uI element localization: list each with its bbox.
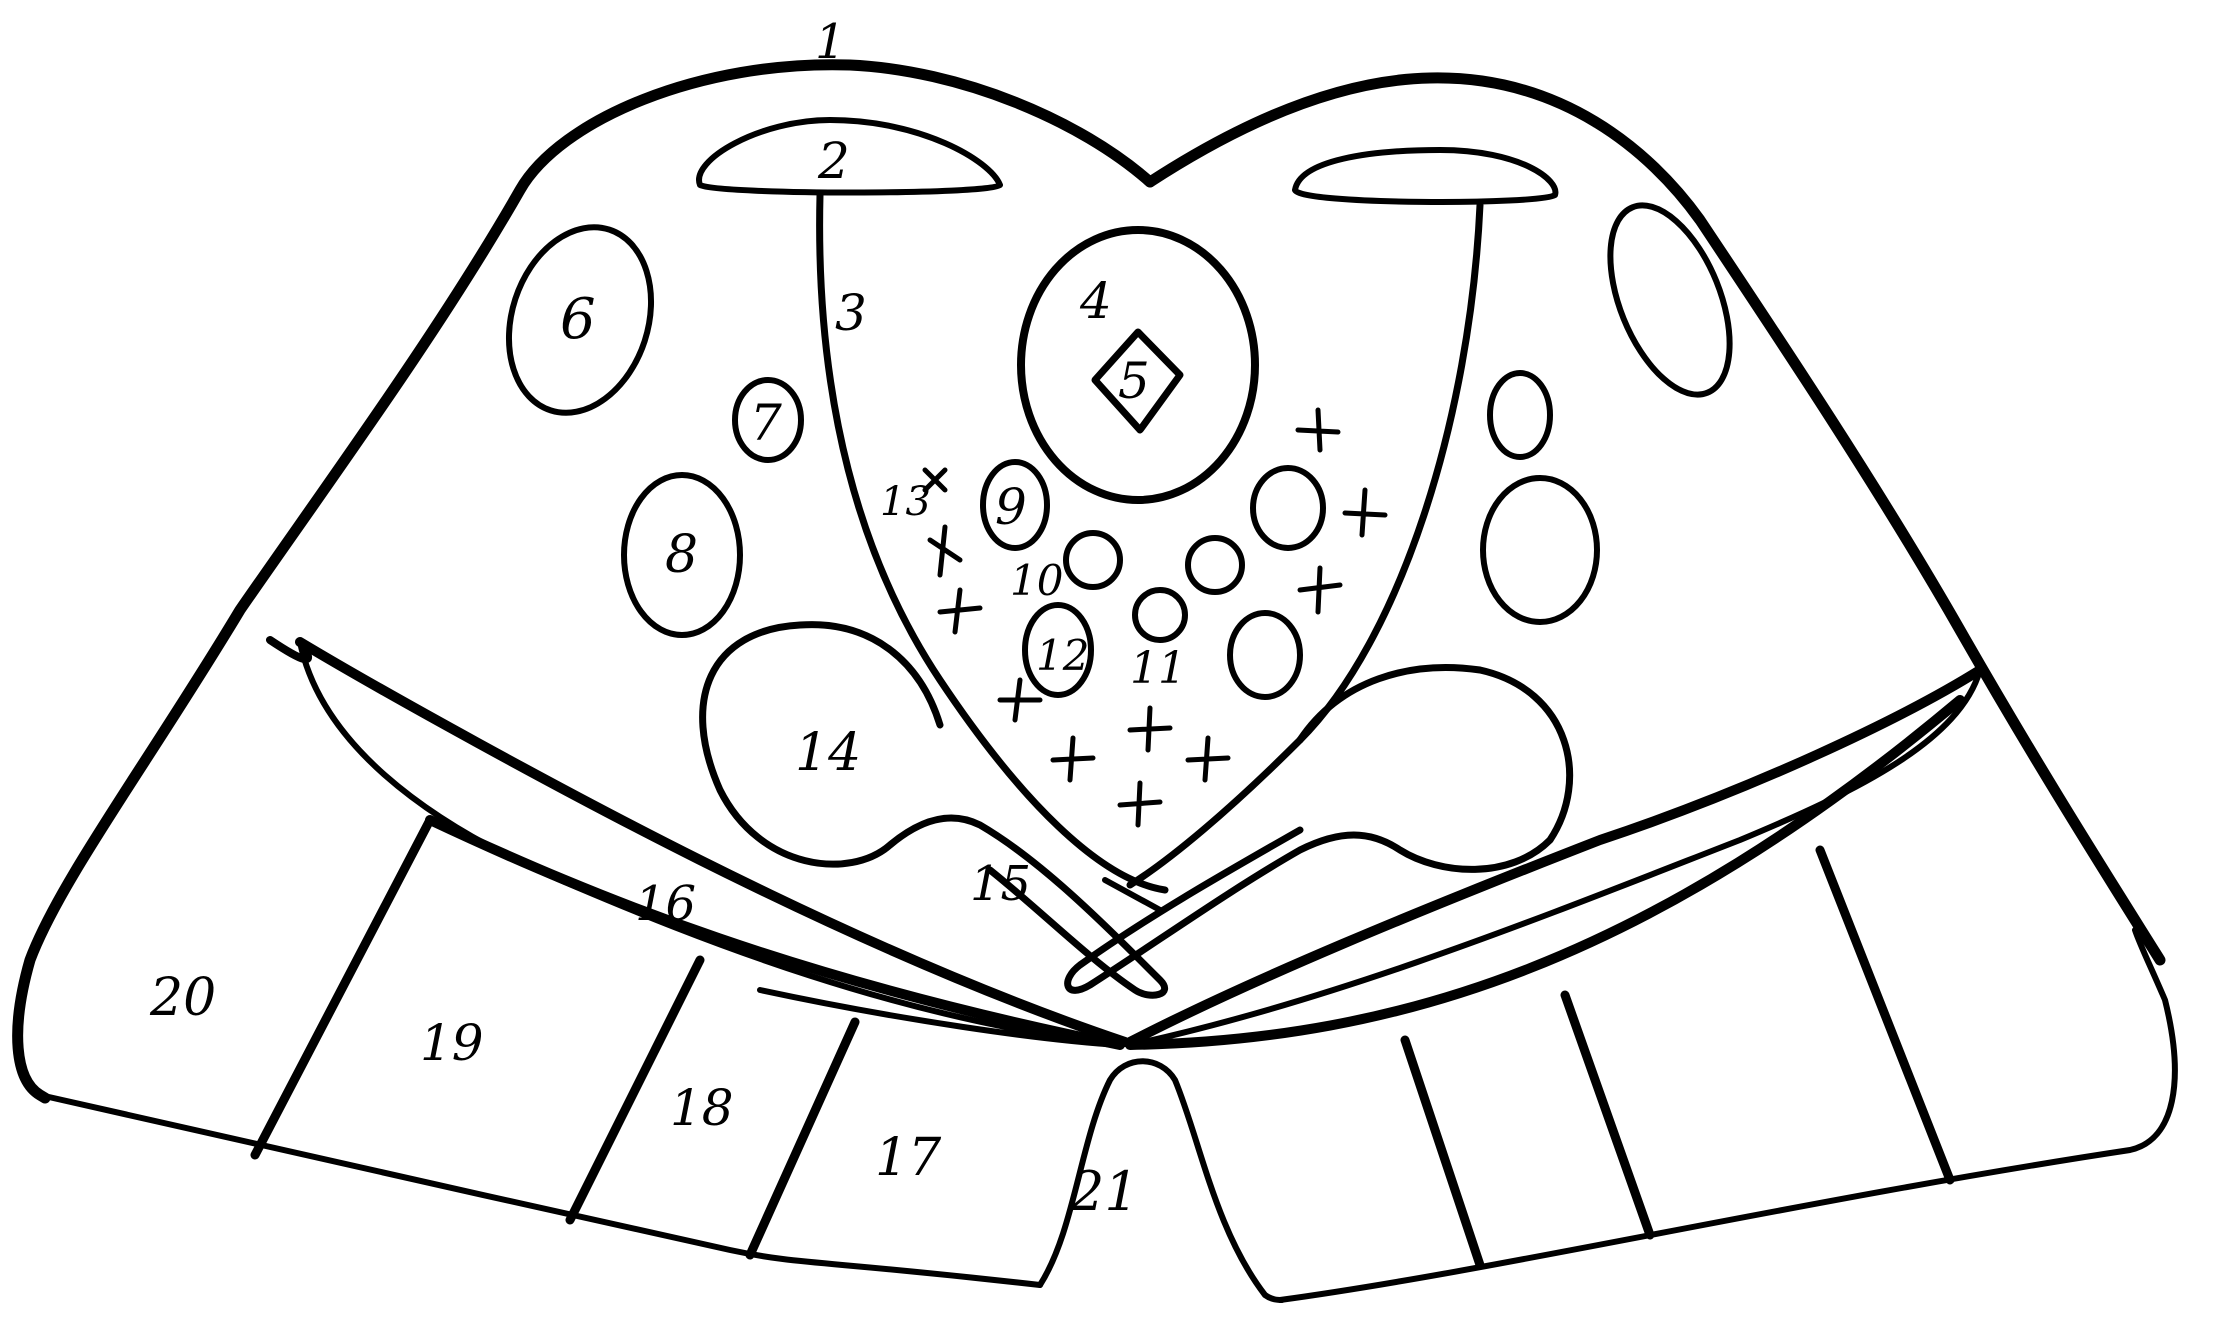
cross-mark <box>937 587 983 635</box>
label-13: 13 <box>880 479 931 525</box>
label-15: 15 <box>970 856 1031 912</box>
label-17: 17 <box>875 1128 942 1188</box>
right-crescent <box>1125 665 1985 1047</box>
label-12: 12 <box>1036 631 1089 680</box>
oval-6 <box>505 224 655 416</box>
label-21: 21 <box>1069 1160 1139 1223</box>
label-16: 16 <box>635 876 696 932</box>
outer-lower-outline-right <box>1277 927 2178 1303</box>
label-19: 19 <box>420 1014 484 1072</box>
cross-mark <box>997 677 1043 723</box>
label-14: 14 <box>795 723 861 783</box>
central-canal-circle <box>1017 226 1259 504</box>
crossing-line-1 <box>1102 877 1163 913</box>
oval-8 <box>621 472 743 638</box>
circle-right-1 <box>1250 465 1326 551</box>
left-lobe-14 <box>699 621 1169 999</box>
inner-arch-left <box>266 636 313 664</box>
lower-band-left <box>425 815 1125 1050</box>
label-6: 6 <box>560 287 596 352</box>
left-crescent-inner <box>297 639 1123 1048</box>
label-20: 20 <box>149 968 216 1028</box>
label-9: 9 <box>995 478 1027 536</box>
label-10: 10 <box>1010 556 1063 605</box>
x-mark <box>922 467 948 493</box>
circle-9 <box>980 459 1050 551</box>
label-18: 18 <box>670 1079 734 1137</box>
label-2: 2 <box>817 132 850 190</box>
divider-right-2 <box>1560 990 1655 1240</box>
oval-7 <box>732 377 804 463</box>
cross-mark <box>1295 407 1341 453</box>
circle-11b <box>1132 587 1188 643</box>
label-11: 11 <box>1130 643 1186 694</box>
label-7: 7 <box>750 394 782 452</box>
label-1: 1 <box>815 14 846 70</box>
right-crescent-inner <box>1127 667 1983 1048</box>
circle-10 <box>1063 530 1123 590</box>
cross-mark <box>1127 705 1173 753</box>
left-crescent <box>295 637 1130 1047</box>
right-cap <box>1292 147 1559 205</box>
label-8: 8 <box>665 525 698 585</box>
outer-upper-outline <box>12 59 1156 1104</box>
label-3: 3 <box>835 284 867 342</box>
divider-18-17 <box>745 1017 860 1260</box>
cross-marks <box>927 407 1388 828</box>
cross-mark <box>1185 735 1231 783</box>
divider-right-1 <box>1400 1035 1485 1270</box>
circle-12 <box>1022 602 1094 698</box>
right-stem <box>1126 201 1484 889</box>
cross-mark <box>1117 780 1163 828</box>
left-cap <box>696 117 1003 196</box>
divider-20-19 <box>250 815 435 1160</box>
ventral-fissure <box>1037 1058 1285 1303</box>
label-4: 4 <box>1079 272 1112 330</box>
right-oval-large <box>1607 202 1733 398</box>
right-lobe <box>1064 664 1573 994</box>
circle-11a <box>1185 535 1245 595</box>
right-oval-medium <box>1480 475 1600 625</box>
outer-upper-outline-right <box>1144 72 2166 966</box>
right-oval-small <box>1487 370 1553 460</box>
cross-mark <box>1050 735 1096 783</box>
cross-mark <box>927 524 963 578</box>
circle-right-2 <box>1227 610 1303 700</box>
label-5: 5 <box>1118 352 1150 410</box>
cross-mark <box>1297 565 1343 615</box>
labels: 1 2 3 4 5 6 7 8 9 10 11 12 13 14 15 16 1… <box>149 14 1186 1223</box>
divider-19-18 <box>565 955 705 1225</box>
lower-band-right <box>1125 695 1965 1050</box>
left-stem <box>816 191 1169 894</box>
central-diamond <box>1091 328 1184 434</box>
divider-right-3 <box>1815 845 1955 1185</box>
outer-lower-outline-left <box>37 1092 1043 1288</box>
cross-mark <box>1342 487 1388 538</box>
